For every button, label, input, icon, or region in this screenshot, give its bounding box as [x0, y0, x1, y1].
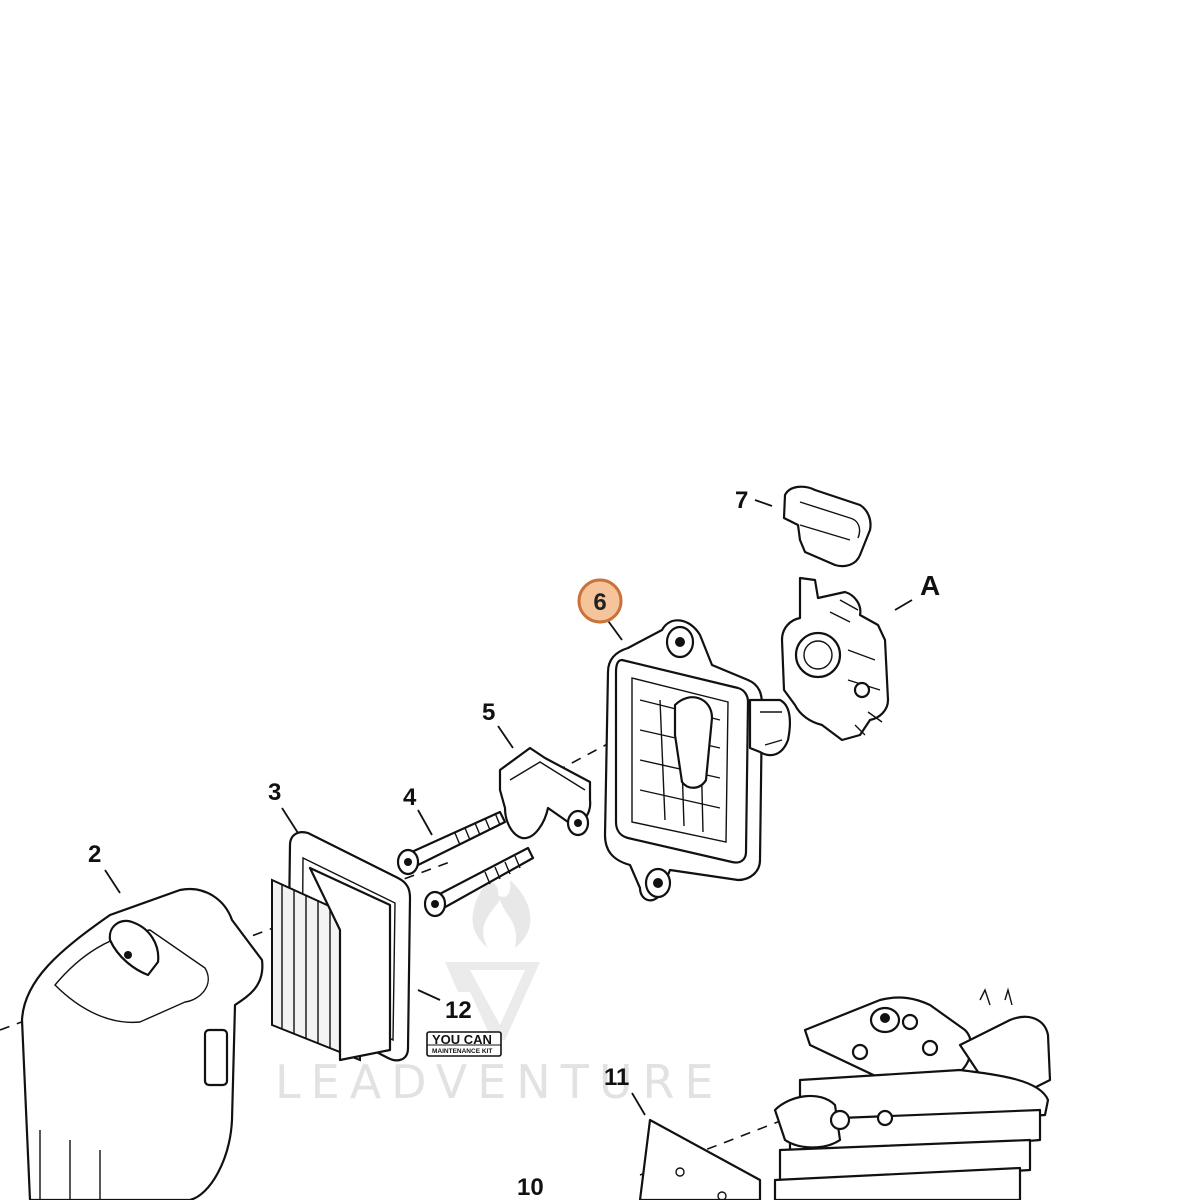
reference-letter-A[interactable]: A [920, 570, 940, 601]
callout-12[interactable]: 12 [445, 997, 472, 1024]
kit-badge-bottom: MAINTENANCE KIT [432, 1048, 492, 1055]
callout-3[interactable]: 3 [268, 779, 281, 806]
callout-6-highlight[interactable]: 6 [577, 578, 623, 624]
callout-6[interactable]: 6 [593, 589, 606, 616]
leader-2 [104, 869, 121, 894]
leader-7 [754, 499, 773, 507]
leader-11 [631, 1092, 646, 1116]
part-air-filter-housing[interactable] [603, 619, 791, 902]
part-cylinder[interactable] [773, 987, 1052, 1200]
leader-5 [497, 725, 514, 749]
watermark-logo [445, 880, 540, 1040]
highlight-circle [577, 578, 623, 624]
callout-7[interactable]: 7 [735, 487, 748, 514]
callout-5[interactable]: 5 [482, 699, 495, 726]
leader-12 [417, 989, 441, 1001]
maintenance-kit-badge: YOU CAN MAINTENANCE KIT [426, 1031, 502, 1057]
part-carburetor-cap[interactable] [782, 485, 872, 568]
callout-4[interactable]: 4 [403, 784, 417, 811]
part-carburetor[interactable] [780, 576, 890, 742]
callout-2[interactable]: 2 [88, 841, 101, 868]
part-gasket[interactable] [638, 1118, 762, 1200]
watermark-text: LEADVENTURE [275, 1055, 724, 1109]
kit-badge-top: YOU CAN [432, 1032, 492, 1047]
leader-4 [417, 809, 433, 836]
part-screws[interactable] [396, 810, 535, 918]
part-support-bracket[interactable] [498, 746, 592, 840]
callout-10[interactable]: 10 [517, 1174, 544, 1200]
part-air-filter[interactable] [271, 831, 412, 1062]
leader-3 [281, 807, 299, 834]
leader-A [894, 599, 913, 611]
part-air-filter-cover[interactable] [20, 887, 264, 1200]
callout-11[interactable]: 11 [604, 1064, 629, 1091]
